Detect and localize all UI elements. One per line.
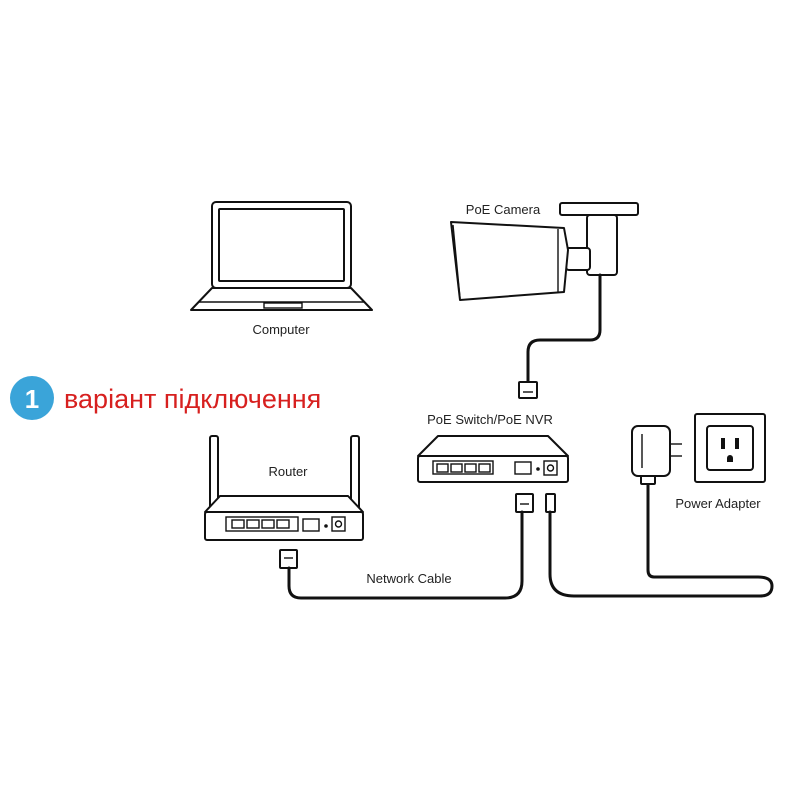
laptop-icon <box>190 201 373 311</box>
page-heading: варіант підключення <box>64 384 321 414</box>
rj45-connector-icon <box>515 493 534 513</box>
switch-label: PoE Switch/PoE NVR <box>427 412 553 427</box>
router-label: Router <box>268 464 308 479</box>
rj45-connector-icon <box>279 549 298 569</box>
wall-outlet-icon <box>694 413 766 483</box>
step-badge <box>10 376 54 420</box>
power-cable <box>548 482 774 598</box>
step-badge-number: 1 <box>25 384 39 414</box>
power-adapter-label: Power Adapter <box>675 496 761 511</box>
computer-label: Computer <box>252 322 310 337</box>
dc-plug-icon <box>545 493 556 513</box>
bullet-camera-icon <box>450 202 639 301</box>
network-cable-label: Network Cable <box>366 571 451 586</box>
power-adapter-icon <box>631 425 682 485</box>
router-icon <box>204 435 364 541</box>
camera-label: PoE Camera <box>466 202 541 217</box>
rj45-connector-icon <box>518 381 538 399</box>
network-cable <box>287 510 524 600</box>
camera-cable <box>526 273 602 384</box>
switch-icon <box>417 435 569 483</box>
